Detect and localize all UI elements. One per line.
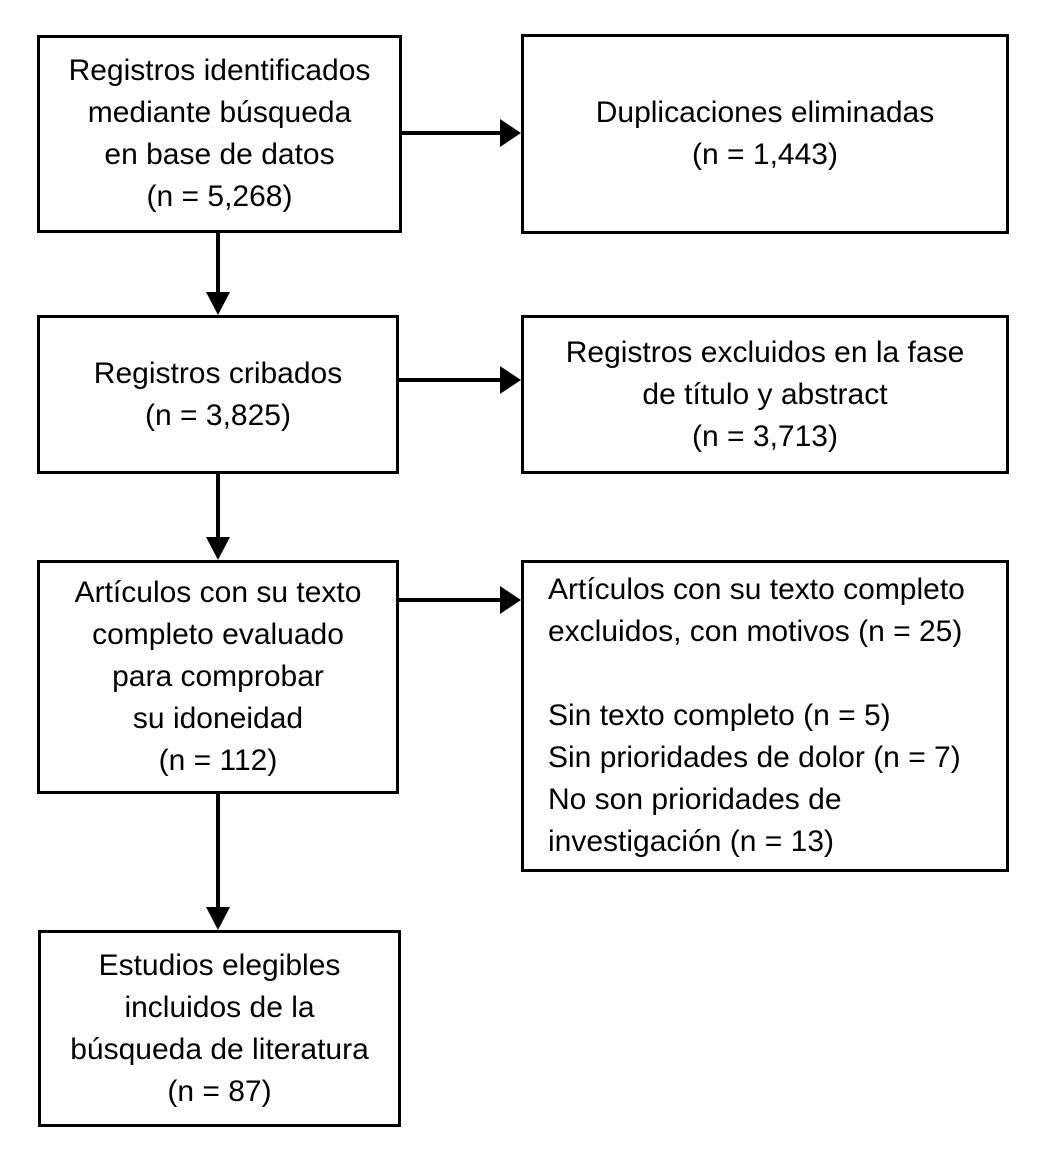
box-count-line: (n = 112) [158,744,278,777]
box-text-line: Registros excluidos en la fase [565,335,965,369]
box-count-line: (n = 87) [167,1074,272,1108]
box-text-line: en base de datos [104,138,335,171]
box-reason-line: No son prioridades de [548,783,842,816]
arrow-identified-to-duplicates [402,119,521,147]
box-text-line: para comprobar [112,660,324,693]
box-text-line: búsqueda de literatura [70,1032,369,1066]
arrow-fulltext-to-excluded-fulltext [399,586,521,614]
box-text-line: Registros identificados [68,54,371,87]
box-count-line: (n = 5,268) [146,180,293,213]
box-text-line: Registros cribados [93,356,343,390]
arrow-screened-to-fulltext [206,474,230,560]
box-studies-included: Estudios elegibles incluidos de la búsqu… [38,930,401,1127]
box-records-excluded-title-abstract: Registros excluidos en la fase de título… [521,315,1009,474]
box-duplicates-removed: Duplicaciones eliminadas (n = 1,443) [521,34,1009,234]
box-text-line: Artículos con su texto completo [548,573,965,606]
box-reason-line: Sin prioridades de dolor (n = 7) [548,741,961,774]
box-count-line: excluidos, con motivos (n = 25) [548,615,963,648]
box-text-line: completo evaluado [92,618,344,651]
box-text-line: su idoneidad [132,702,304,735]
box-reason-line: Sin texto completo (n = 5) [548,699,891,732]
box-fulltext-excluded-with-reasons: Artículos con su texto completo excluido… [521,560,1009,872]
box-count-line: (n = 1,443) [692,138,838,171]
box-text-line: mediante búsqueda [87,96,352,129]
box-fulltext-assessed: Artículos con su texto completo evaluado… [37,560,399,794]
box-text-line: incluidos de la [124,990,315,1024]
box-text-line: Estudios elegibles [98,948,341,982]
box-count-line: (n = 3,713) [692,419,838,453]
box-text-line: de título y abstract [642,377,888,411]
box-records-screened: Registros cribados (n = 3,825) [37,315,399,474]
arrow-identified-to-screened [206,233,230,315]
box-text-line: Artículos con su texto [74,576,362,609]
box-records-identified: Registros identificados mediante búsqued… [37,35,402,233]
arrow-fulltext-to-included [206,794,230,930]
arrow-screened-to-excluded-title-abstract [399,366,521,394]
box-reason-line: investigación (n = 13) [548,825,834,858]
box-count-line: (n = 3,825) [145,398,291,432]
box-text-line: Duplicaciones eliminadas [595,96,935,129]
